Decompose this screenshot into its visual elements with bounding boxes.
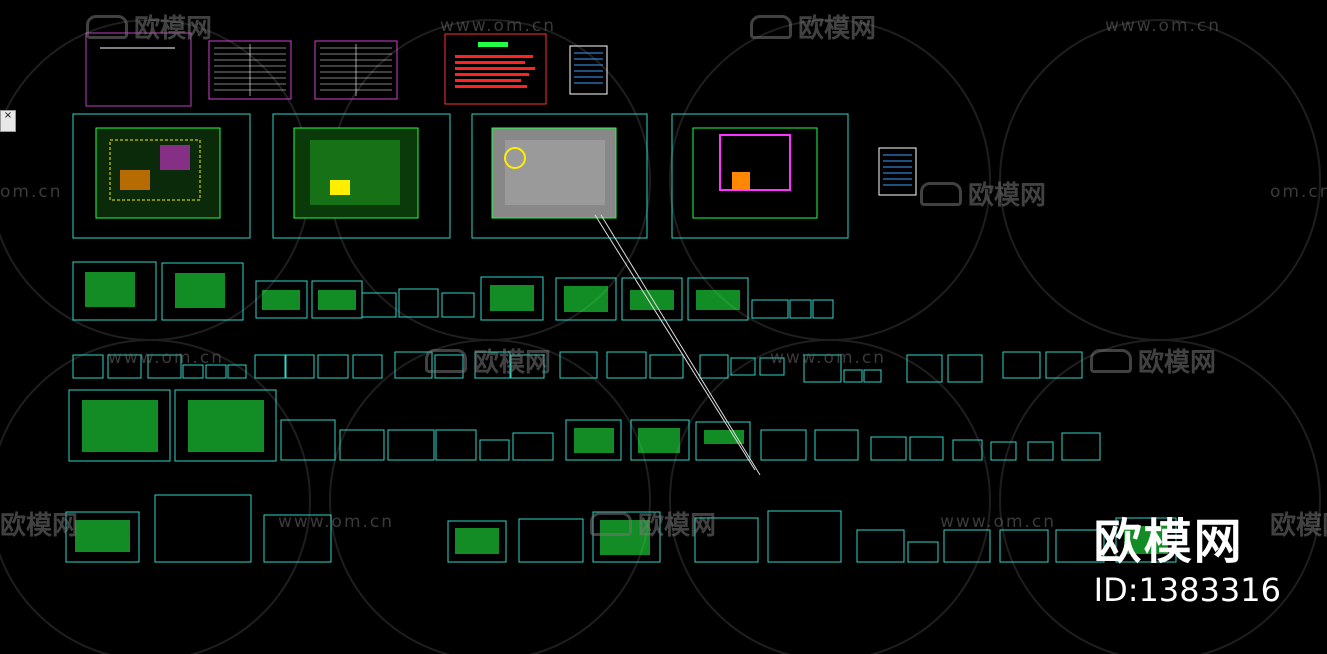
- sofa-icon: [1090, 349, 1132, 373]
- floor-plan-sheets: [72, 113, 849, 239]
- close-icon[interactable]: ×: [0, 110, 16, 132]
- detail-sheets-row-4: [68, 389, 1101, 462]
- sofa-icon: [750, 15, 792, 39]
- watermark-logo: 欧模网: [920, 175, 1046, 212]
- detail-sheets-row-2: [72, 261, 834, 321]
- brand-name: 欧模网: [1093, 514, 1244, 570]
- watermark-logo: 欧模网: [750, 8, 876, 45]
- watermark-logo: 欧模网: [1270, 511, 1327, 541]
- watermark-url: www.om.cn: [1105, 16, 1222, 36]
- sofa-icon: [86, 15, 128, 39]
- watermark-logo: 欧模网: [0, 511, 79, 541]
- watermark-logo: 欧模网: [425, 342, 551, 379]
- watermark-url: om.cn: [1270, 182, 1327, 202]
- watermark-url: www.om.cn: [278, 512, 395, 532]
- sofa-icon: [920, 182, 962, 206]
- asset-id: ID:1383316: [1093, 571, 1281, 609]
- watermark-url: www.om.cn: [440, 16, 557, 36]
- sofa-icon: [425, 349, 467, 373]
- top-row-sheets: [85, 32, 917, 196]
- watermark-logo: 欧模网: [590, 505, 716, 542]
- watermark-logo: 欧模网: [86, 8, 212, 45]
- watermark-url: om.cn: [0, 182, 63, 202]
- watermark-url: www.om.cn: [770, 348, 887, 368]
- watermark-logo: 欧模网: [1090, 342, 1216, 379]
- leader-lines: [594, 214, 761, 476]
- brand-watermark: 欧模网 ID:1383316: [1094, 514, 1281, 610]
- watermark-url: www.om.cn: [108, 348, 225, 368]
- watermark-url: www.om.cn: [940, 512, 1057, 532]
- sofa-icon: [590, 512, 632, 536]
- detail-sheets-row-5: [65, 494, 1177, 563]
- detail-sheets-row-3: [72, 351, 1083, 383]
- sheet-content: [75, 272, 1168, 555]
